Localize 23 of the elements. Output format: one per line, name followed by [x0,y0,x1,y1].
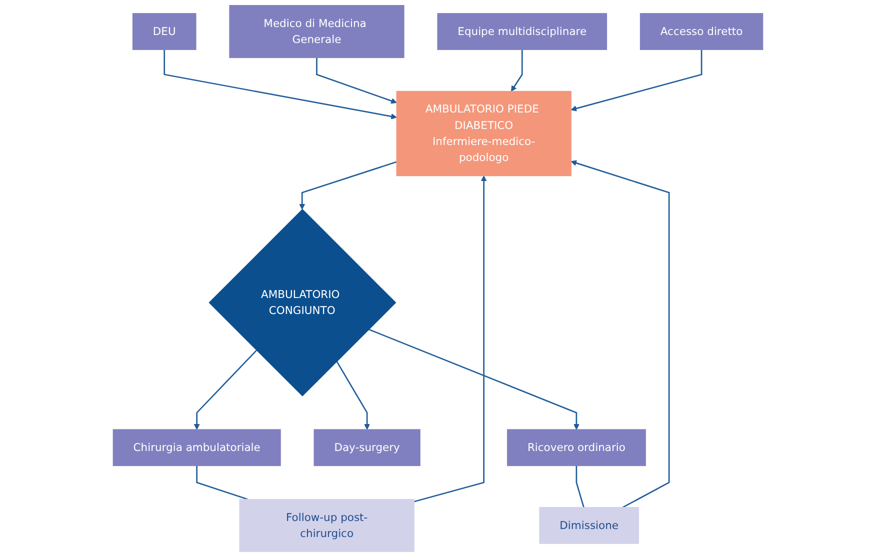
node-box: Accesso diretto [640,13,764,50]
arrow [570,50,702,112]
node-box: Dimissione [539,507,639,544]
connector [196,466,248,500]
node-box: Medico di Medicina Generale [229,5,404,58]
arrow [164,50,397,120]
node-box: Equipe multidisciplinare [437,13,608,50]
node-box: Chirurgia ambulatoriale [112,429,281,466]
node-box: Day-surgery [314,429,420,466]
arrow [336,360,370,430]
node-box: Ricovero ordinario [506,429,646,466]
connector [576,466,584,508]
node-box: AMBULATORIO PIEDE DIABETICO Infermiere-medico-podologo [396,90,572,176]
arrow [510,50,523,92]
arrow [299,161,397,210]
node-box: DEU [132,13,196,50]
node-diamond: AMBULATORIO CONGIUNTO [208,208,396,396]
arrow [368,328,580,430]
arrow [414,176,487,502]
node-box: Follow-up post-chirurgico [239,498,414,552]
arrow [570,160,670,508]
arrow [316,58,397,104]
arrow [194,350,257,430]
